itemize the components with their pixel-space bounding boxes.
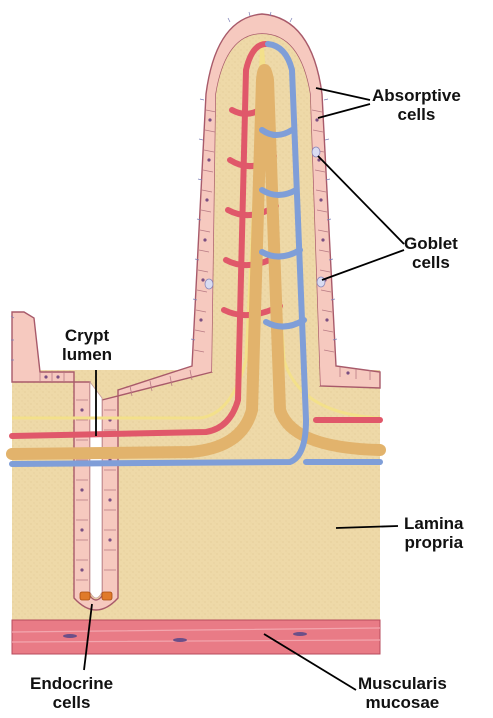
label-muscularis-line1: Muscularis <box>358 674 447 693</box>
leader-absorptive-1 <box>316 88 370 100</box>
label-lamina-line2: propria <box>404 533 464 552</box>
label-absorptive-line2: cells <box>372 105 461 124</box>
label-endocrine-line1: Endocrine <box>30 674 113 693</box>
label-goblet-line2: cells <box>404 253 458 272</box>
label-goblet-line1: Goblet <box>404 234 458 253</box>
label-muscularis-line2: mucosae <box>358 693 447 712</box>
label-endocrine-line2: cells <box>30 693 113 712</box>
label-absorptive-line1: Absorptive <box>372 86 461 105</box>
label-muscularis-mucosae: Muscularis mucosae <box>358 674 447 712</box>
label-goblet-cells: Goblet cells <box>404 234 458 272</box>
label-absorptive-cells: Absorptive cells <box>372 86 461 124</box>
leader-absorptive-2 <box>318 104 370 118</box>
label-lamina-line1: Lamina <box>404 514 464 533</box>
label-endocrine-cells: Endocrine cells <box>30 674 113 712</box>
label-lamina-propria: Lamina propria <box>404 514 464 552</box>
label-crypt-lumen: Crypt lumen <box>62 326 112 364</box>
muscularis-mucosae-layer <box>12 620 380 654</box>
label-crypt-line2: lumen <box>62 345 112 364</box>
label-crypt-line1: Crypt <box>62 326 112 345</box>
leader-goblet-1 <box>318 156 404 244</box>
leader-goblet-2 <box>322 250 404 280</box>
